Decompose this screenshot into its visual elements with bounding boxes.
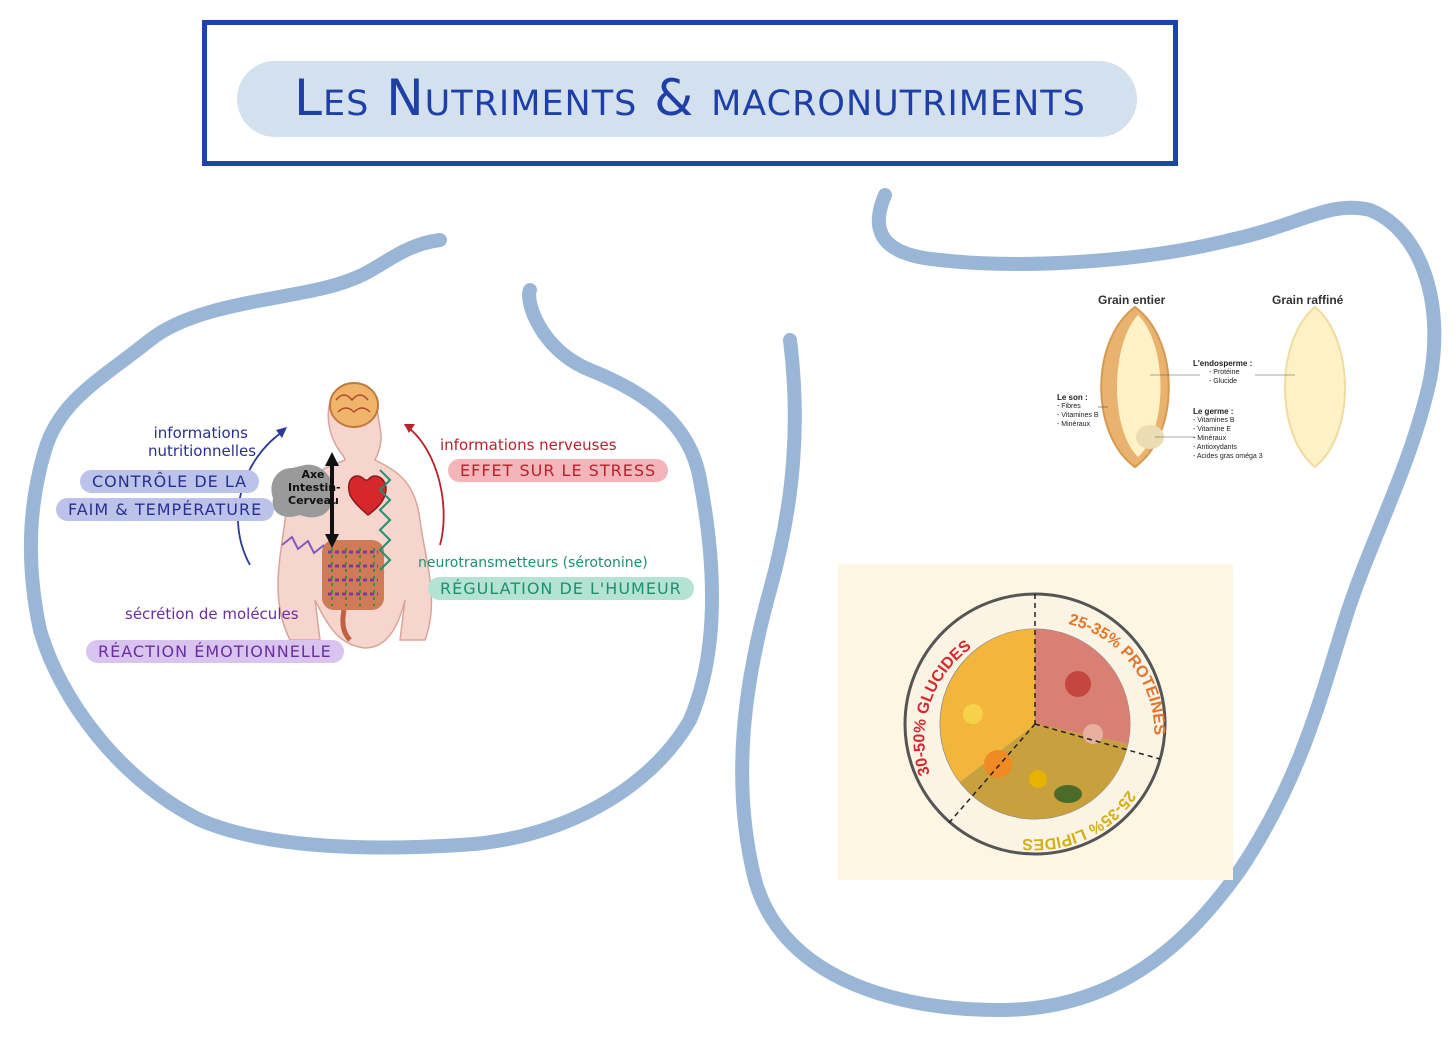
plate-diagram: 30-50% GLUCIDES 25-35% PROTEINES 25-35% …	[838, 564, 1233, 880]
germ-item: - Vitamines B	[1193, 417, 1235, 424]
nutritional-info-label: informations nutritionnelles	[148, 424, 257, 460]
endosperm-item: - Glucide	[1209, 378, 1238, 385]
plate-svg: 30-50% GLUCIDES 25-35% PROTEINES 25-35% …	[903, 592, 1167, 856]
lipids-food-sector	[960, 724, 1128, 819]
axis-label-line-2: Intestin-	[288, 481, 341, 494]
hunger-control-line-2: FAIM & TEMPÉRATURE	[56, 498, 275, 521]
emotional-reaction-label: RÉACTION ÉMOTIONNELLE	[86, 640, 344, 663]
page-title: Les Nutriments & macronutriments	[294, 69, 1086, 127]
bran-title: Le son :	[1057, 393, 1088, 402]
grain-shapes	[1098, 305, 1346, 469]
axis-blob	[271, 464, 334, 518]
mood-regulation-label: RÉGULATION DE L'HUMEUR	[428, 577, 694, 600]
endosperm-item: - Protéine	[1209, 369, 1240, 376]
molecule-secretion-label: sécrétion de molécules	[125, 605, 299, 623]
axis-label-line-1: Axe	[301, 468, 325, 481]
left-blob-outline	[23, 233, 719, 855]
nerve-info-label: informations nerveuses	[440, 436, 617, 454]
stress-effect-label: EFFET SUR LE STRESS	[448, 459, 669, 482]
nutritional-info-line-2: nutritionnelles	[148, 442, 257, 460]
human-body-illustration	[237, 382, 445, 649]
germ-item: - Minéraux	[1193, 435, 1227, 442]
endosperm-title: L'endosperme :	[1193, 359, 1253, 368]
bran-item: - Minéraux	[1057, 421, 1091, 428]
germ-item: - Vitamine E	[1193, 426, 1231, 433]
endosperm-block: L'endosperme : - Protéine - Glucide	[1193, 359, 1252, 386]
neurotransmitters-label: neurotransmetteurs (sérotonine)	[418, 555, 648, 571]
axis-label-line-3: Cerveau	[288, 494, 339, 507]
intestine-icon	[322, 540, 384, 642]
bran-item: - Vitamines B	[1057, 412, 1099, 419]
bran-item: - Fibres	[1057, 403, 1081, 410]
molecules-zigzag	[281, 535, 325, 555]
axis-label: Axe Intestin- Cerveau	[288, 468, 341, 507]
refined-grain-icon	[1284, 305, 1346, 469]
hunger-control-line-1: CONTRÔLE DE LA	[80, 470, 260, 493]
whole-grain-title: Grain entier	[1098, 293, 1166, 307]
germ-item: - Acides gras oméga 3	[1193, 453, 1263, 460]
nerve-info-arrow	[404, 424, 445, 546]
germ-block: Le germe : - Vitamines B - Vitamine E - …	[1193, 407, 1263, 461]
germ-item: - Antioxydants	[1193, 444, 1237, 451]
serotonin-zigzag	[378, 469, 392, 571]
heart-icon	[348, 475, 387, 516]
germ-title: Le germe :	[1193, 407, 1234, 416]
carbs-food-sector	[940, 629, 1035, 782]
grain-diagram: Grain entier Grain raffiné Le son : - Fi…	[1050, 285, 1350, 475]
title-highlight	[237, 61, 1137, 137]
bran-block: Le son : - Fibres - Vitamines B - Minéra…	[1057, 393, 1099, 429]
nutritional-info-line-1: informations	[153, 424, 248, 442]
title-frame: Les Nutriments & macronutriments	[202, 20, 1178, 166]
refined-grain-title: Grain raffiné	[1272, 293, 1344, 307]
right-blob-outline	[735, 188, 1442, 1018]
